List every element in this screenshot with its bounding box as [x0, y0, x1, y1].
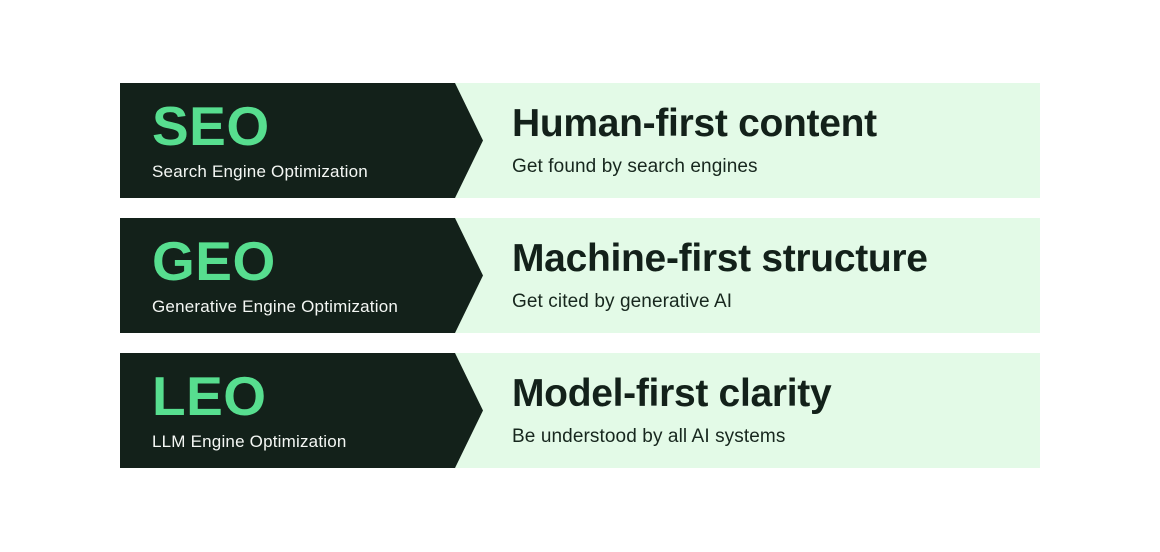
seo-arrow-panel: SEO Search Engine Optimization: [120, 83, 483, 198]
geo-benefit-panel: Machine-first structure Get cited by gen…: [455, 218, 1040, 333]
geo-benefit-subheading: Get cited by generative AI: [512, 290, 733, 312]
geo-arrow-panel: GEO Generative Engine Optimization: [120, 218, 483, 333]
seo-acronym-label: SEO: [152, 95, 270, 158]
leo-acronym-label: LEO: [152, 365, 267, 428]
leo-arrow-panel: LEO LLM Engine Optimization: [120, 353, 483, 468]
leo-benefit-subheading: Be understood by all AI systems: [512, 425, 786, 447]
seo-benefit-panel: Human-first content Get found by search …: [455, 83, 1040, 198]
seo-benefit-subheading: Get found by search engines: [512, 155, 758, 177]
geo-acronym-label: GEO: [152, 230, 276, 293]
seo-acronym-full-label: Search Engine Optimization: [152, 162, 368, 182]
geo-benefit-heading: Machine-first structure: [512, 236, 928, 280]
leo-benefit-heading: Model-first clarity: [512, 371, 832, 415]
leo-benefit-panel: Model-first clarity Be understood by all…: [455, 353, 1040, 468]
row-seo: Human-first content Get found by search …: [120, 83, 1040, 198]
row-leo: Model-first clarity Be understood by all…: [120, 353, 1040, 468]
leo-acronym-full-label: LLM Engine Optimization: [152, 432, 347, 452]
geo-acronym-full-label: Generative Engine Optimization: [152, 297, 399, 317]
row-geo: Machine-first structure Get cited by gen…: [120, 218, 1040, 333]
seo-benefit-heading: Human-first content: [512, 101, 877, 145]
